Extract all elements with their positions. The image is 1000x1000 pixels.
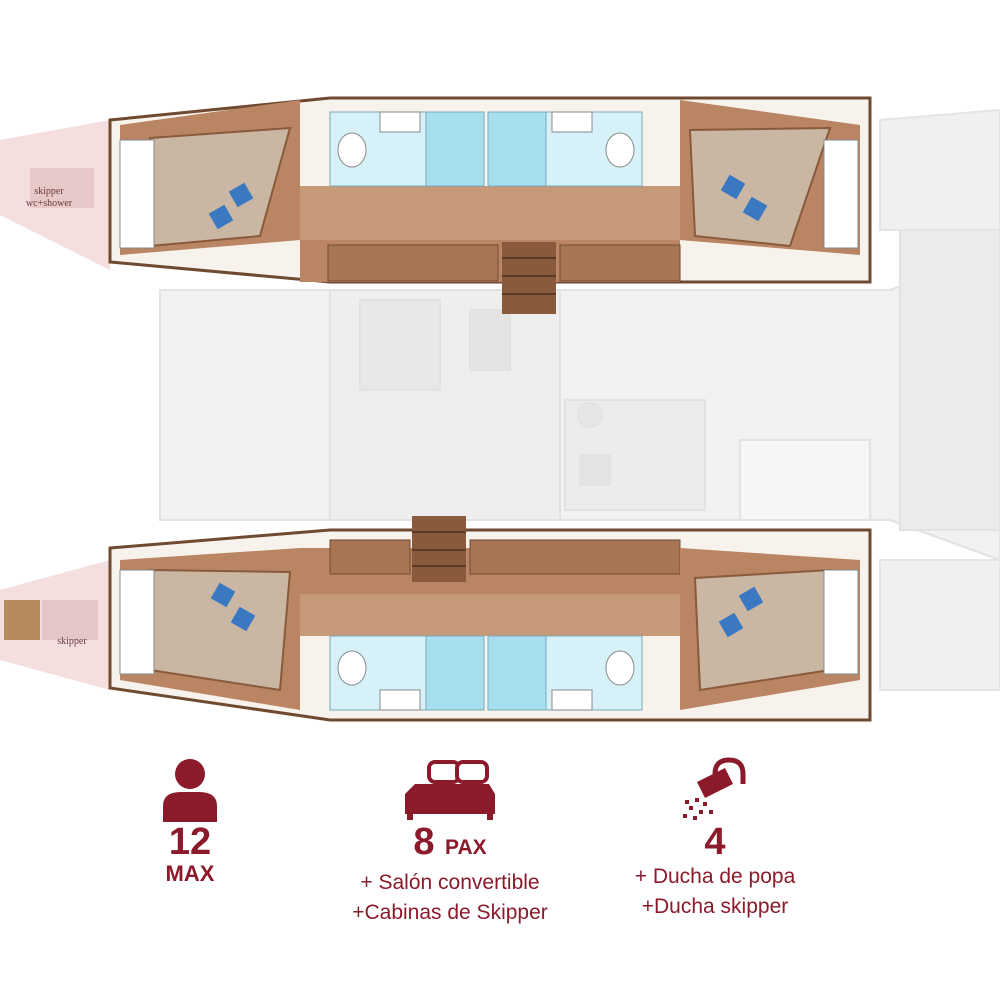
- stairs-bottom: [412, 516, 466, 582]
- max-persons-unit: MAX: [165, 861, 215, 886]
- max-persons-block: 12 MAX: [110, 740, 270, 886]
- shower-extra-1: + Ducha de popa: [634, 865, 796, 888]
- double-bed-icon: [405, 760, 495, 820]
- bathrooms-top: [329, 111, 643, 187]
- pax-extra-2: +Cabinas de Skipper: [352, 901, 548, 924]
- cabin-top-right: [680, 100, 860, 255]
- cabin-top-left: [119, 100, 300, 255]
- skipper-top-label: skipper wc+shower: [14, 186, 84, 210]
- skipper-box-top: [30, 168, 94, 208]
- max-persons-value: 12: [168, 821, 212, 863]
- hull-top: [108, 96, 872, 314]
- skipper-bottom-label: skipper: [57, 636, 87, 647]
- skipper-box-bottom: [4, 600, 40, 640]
- pax-value-line: 8 PAX: [300, 822, 600, 868]
- shower-value: 4: [704, 821, 726, 863]
- hull-bottom: [108, 516, 872, 722]
- pax-unit: PAX: [445, 836, 487, 859]
- bathrooms-bottom: [329, 635, 643, 711]
- shower-block: 4 + Ducha de popa +Ducha skipper: [590, 740, 840, 922]
- cabin-bottom-right: [680, 548, 860, 710]
- shower-extra-2: +Ducha skipper: [641, 895, 789, 918]
- aft-deck-bottom: [879, 559, 1000, 691]
- stairs-top: [502, 242, 556, 314]
- pax-extra-1: + Salón convertible: [360, 871, 540, 894]
- shower-icon: [683, 757, 746, 820]
- skipper-top-line1: skipper: [34, 186, 64, 197]
- pax-value: 8: [413, 821, 435, 863]
- deck-background: [159, 229, 1000, 562]
- skipper-box-bottom-2: [42, 600, 98, 640]
- cabin-bottom-left: [119, 548, 300, 710]
- person-icon: [163, 759, 217, 822]
- aft-deck-top: [879, 108, 1000, 231]
- skipper-top-line2: wc+shower: [25, 198, 73, 209]
- pax-block: 8 PAX + Salón convertible +Cabinas de Sk…: [300, 740, 600, 928]
- catamaran-floor-plan: [0, 96, 1000, 722]
